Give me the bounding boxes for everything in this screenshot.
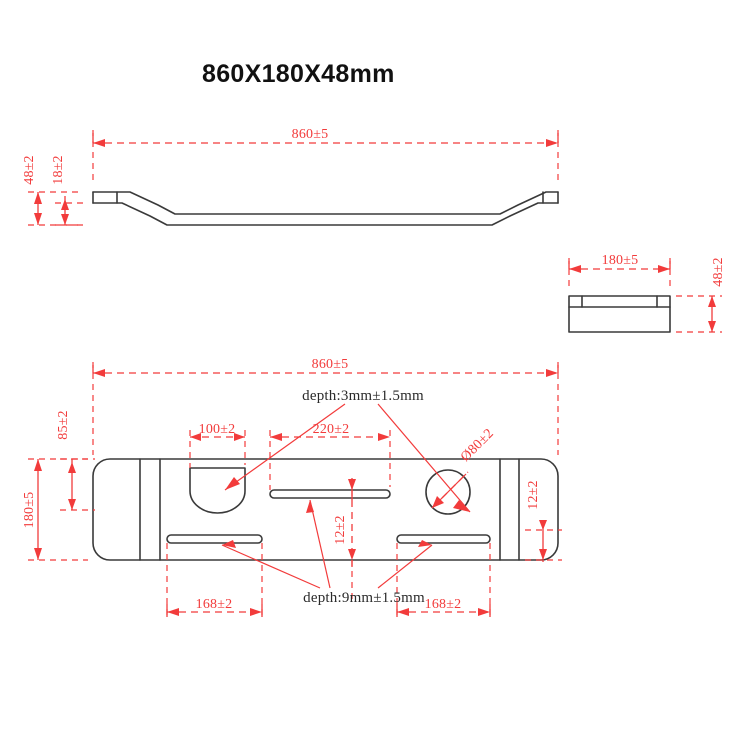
dimension-label-12-right: 12±2 [526, 480, 541, 509]
plan-part-outline [92, 458, 559, 561]
dimension-width-180-plan: 180±5 [22, 458, 88, 561]
dimension-label-length-860-top: 860±5 [292, 127, 329, 142]
dimension-label-12-center: 12±2 [333, 515, 348, 544]
front-elevation-view: 860±5 48±2 18±2 [22, 127, 559, 226]
dimension-label-width-180-side: 180±5 [602, 253, 639, 268]
dimension-100: 100±2 [189, 422, 246, 468]
front-elevation-part-outline [92, 191, 559, 226]
dimension-height-48-top: 48±2 [22, 155, 80, 226]
dimension-label-height-48-side: 48±2 [711, 257, 726, 286]
dimension-label-100: 100±2 [199, 422, 236, 437]
side-section-part-outline [568, 295, 671, 333]
dimension-width-85-plan: 85±2 [56, 410, 95, 511]
plan-view: 860±5 180±5 85±2 100±2 [22, 357, 562, 620]
dimension-label-height-48-top: 48±2 [22, 155, 37, 184]
note-label-depth-9: depth:9mm±1.5mm [303, 590, 425, 606]
dimension-168-left: 168±2 [166, 543, 263, 620]
d-pocket-feature [189, 467, 246, 514]
dimension-12-right: 12±2 [525, 480, 562, 562]
dimension-label-width-85-plan: 85±2 [56, 410, 71, 439]
note-depth-3: depth:3mm±1.5mm [224, 388, 471, 513]
dimension-width-180-side: 180±5 [568, 253, 671, 290]
dimension-12-center: 12±2 [333, 478, 356, 600]
dimension-label-168-right: 168±2 [425, 597, 462, 612]
note-label-depth-3: depth:3mm±1.5mm [302, 388, 424, 404]
lower-left-slot-feature [166, 534, 263, 544]
page-title: 860X180X48mm [202, 60, 395, 88]
dimension-220: 220±2 [269, 422, 391, 490]
dimension-label-width-180-plan: 180±5 [22, 492, 37, 529]
dimension-height-18-top: 18±2 [51, 155, 88, 226]
dimension-168-right: 168±2 [396, 543, 491, 620]
dimension-length-860-plan: 860±5 [92, 357, 559, 455]
upper-slot-feature [269, 489, 391, 499]
lower-right-slot-feature [396, 534, 491, 544]
dimension-label-220: 220±2 [313, 422, 350, 437]
dimension-height-48-side: 48±2 [676, 257, 726, 333]
dimension-label-length-860-plan: 860±5 [312, 357, 349, 372]
dimension-label-height-18-top: 18±2 [51, 155, 66, 184]
note-depth-9: depth:9mm±1.5mm [221, 499, 433, 606]
side-section-view: 180±5 48±2 [568, 253, 726, 333]
dimension-label-168-left: 168±2 [196, 597, 233, 612]
dimension-length-860-top: 860±5 [92, 127, 559, 185]
